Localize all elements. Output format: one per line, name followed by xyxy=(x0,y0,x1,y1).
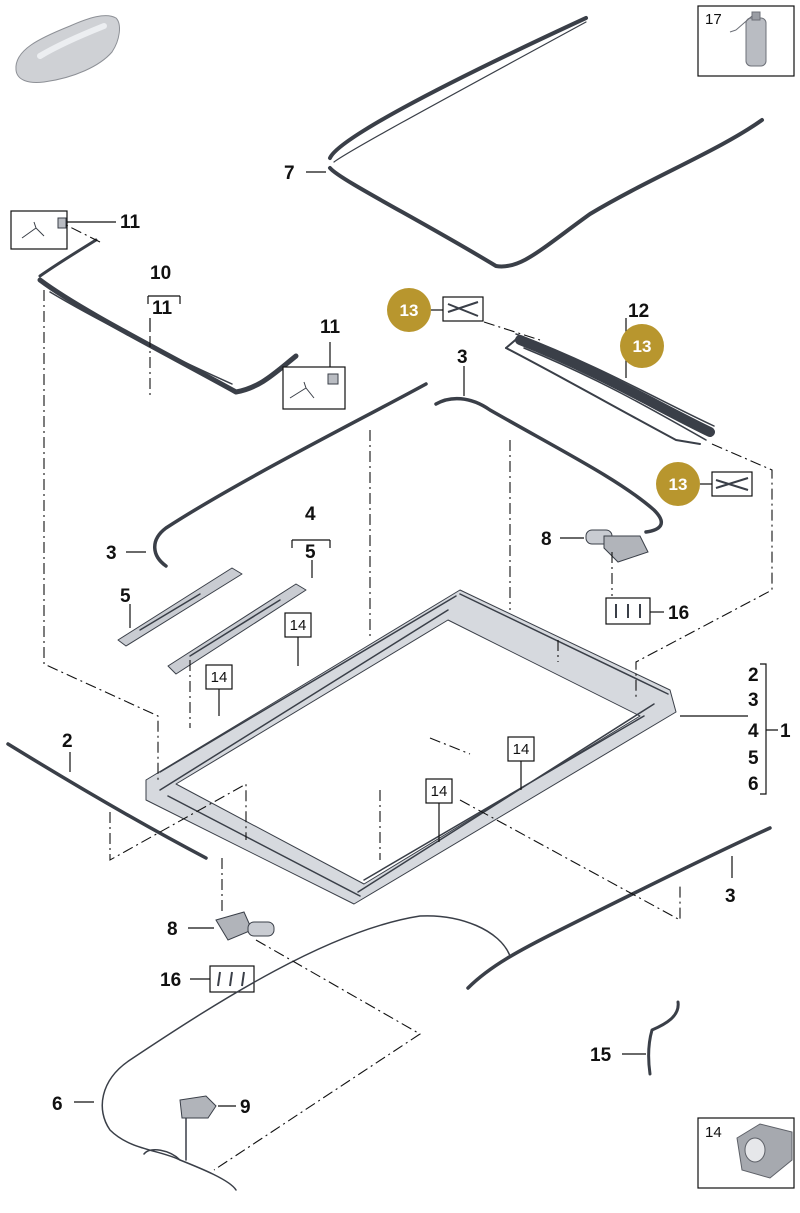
part-7-glass-seal[interactable] xyxy=(328,16,764,269)
part-10-label: 10 xyxy=(150,263,171,284)
part-14-callout-c[interactable]: 14 xyxy=(507,736,535,762)
part-13-clip-box-a[interactable] xyxy=(442,296,484,322)
part-13-badge-a[interactable]: 13 xyxy=(387,288,431,332)
part-9-label: 9 xyxy=(240,1097,251,1118)
svg-text:14: 14 xyxy=(431,783,448,800)
part-3-label-b: 3 xyxy=(457,347,468,368)
part-8-label-a: 8 xyxy=(541,529,552,550)
part-5-label-b: 5 xyxy=(305,542,316,563)
part-14-callout-a[interactable]: 14 xyxy=(284,612,312,638)
part-12-label: 12 xyxy=(628,301,649,322)
svg-text:14: 14 xyxy=(211,669,228,686)
part-1-label: 1 xyxy=(780,721,791,742)
part-14-box-label: 14 xyxy=(705,1124,722,1141)
part-3-label-a: 3 xyxy=(106,543,117,564)
svg-text:13: 13 xyxy=(400,301,419,320)
part-17-box[interactable]: 17 xyxy=(697,5,795,77)
part-3-side-seal-front[interactable] xyxy=(466,826,772,990)
part-2-side-trim[interactable] xyxy=(6,742,208,860)
part-5-guide-rail-left[interactable] xyxy=(117,567,243,647)
clip-icon xyxy=(289,381,315,399)
svg-text:14: 14 xyxy=(290,617,307,634)
nut-icon xyxy=(736,1123,793,1179)
part-9-control-module[interactable] xyxy=(179,1095,217,1119)
part-13-badge-b[interactable]: 13 xyxy=(620,324,664,368)
part-4-label-a: 4 xyxy=(305,504,316,525)
part-13-badge-c[interactable]: 13 xyxy=(656,462,700,506)
part-15-drain-tube[interactable] xyxy=(647,1000,680,1076)
clip-icon xyxy=(21,221,45,239)
part-4-label-c: 4 xyxy=(748,721,759,742)
part-4-guide-rail-left[interactable] xyxy=(167,583,307,675)
part-3-rail-seal-right[interactable] xyxy=(434,396,664,534)
part-11-label-b: 11 xyxy=(120,212,141,233)
part-2-label-a: 2 xyxy=(62,731,73,752)
svg-text:13: 13 xyxy=(669,475,688,494)
part-16-label-a: 16 xyxy=(668,603,689,624)
part-1-sunroof-frame[interactable] xyxy=(145,589,677,905)
part-8-drive-motor-bottom[interactable] xyxy=(215,911,275,941)
part-13-clip-box-c[interactable] xyxy=(711,471,753,497)
part-15-label: 15 xyxy=(590,1045,612,1066)
part-14-callout-b[interactable]: 14 xyxy=(205,664,233,690)
svg-text:13: 13 xyxy=(633,337,652,356)
svg-text:14: 14 xyxy=(513,741,530,758)
part-17-label: 17 xyxy=(705,11,722,28)
part-2-label-b: 2 xyxy=(748,665,759,686)
part-3-label-d: 3 xyxy=(748,690,759,711)
part-7-label: 7 xyxy=(284,163,295,184)
car-thumbnail-icon xyxy=(15,15,120,83)
part-11-label-a: 11 xyxy=(152,298,173,319)
assembly-lines xyxy=(43,223,773,1171)
part-6-label-a: 6 xyxy=(748,774,759,795)
part-3-rail-seal-left[interactable] xyxy=(153,382,428,568)
part-8-drive-motor-top[interactable] xyxy=(585,529,649,563)
part-6-label-b: 6 xyxy=(52,1094,63,1115)
part-11-clip-box-top[interactable] xyxy=(10,210,68,250)
spray-can-icon xyxy=(745,17,767,67)
part-11-label-c: 11 xyxy=(320,317,341,338)
part-6-wiring-harness[interactable] xyxy=(101,915,511,1191)
part-16-screws-top[interactable] xyxy=(605,597,651,625)
part-10-wind-deflector[interactable] xyxy=(37,238,299,395)
part-8-label-b: 8 xyxy=(167,919,178,940)
part-5-label-a: 5 xyxy=(120,586,131,607)
part-14-callout-d[interactable]: 14 xyxy=(425,778,453,804)
part-11-clip-box-right[interactable] xyxy=(282,366,346,410)
part-16-screws-bottom[interactable] xyxy=(209,965,255,993)
part-16-label-b: 16 xyxy=(160,970,181,991)
part-5-label-e: 5 xyxy=(748,748,759,769)
part-14-box[interactable]: 14 xyxy=(697,1117,795,1189)
part-12-roller-blind[interactable] xyxy=(505,333,715,445)
part-3-label-c: 3 xyxy=(725,886,736,907)
